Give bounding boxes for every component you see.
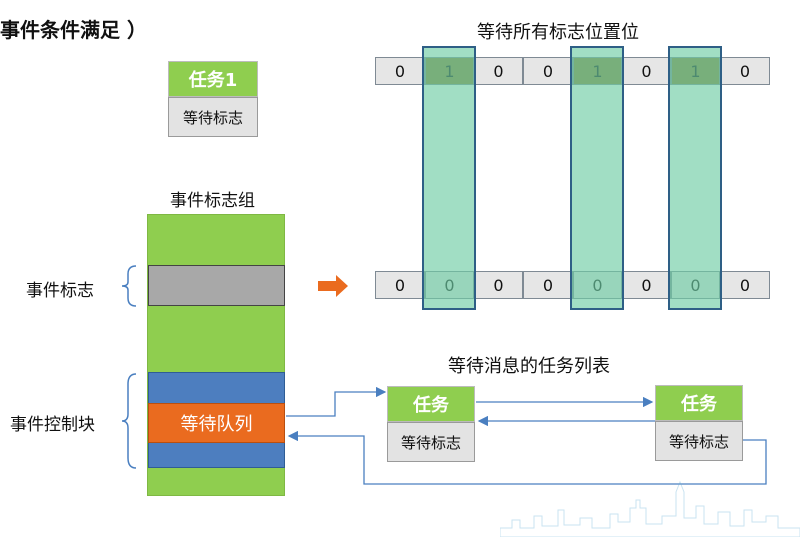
skyline-watermark-icon (500, 470, 800, 537)
queue-to-task-arrow (286, 392, 385, 416)
